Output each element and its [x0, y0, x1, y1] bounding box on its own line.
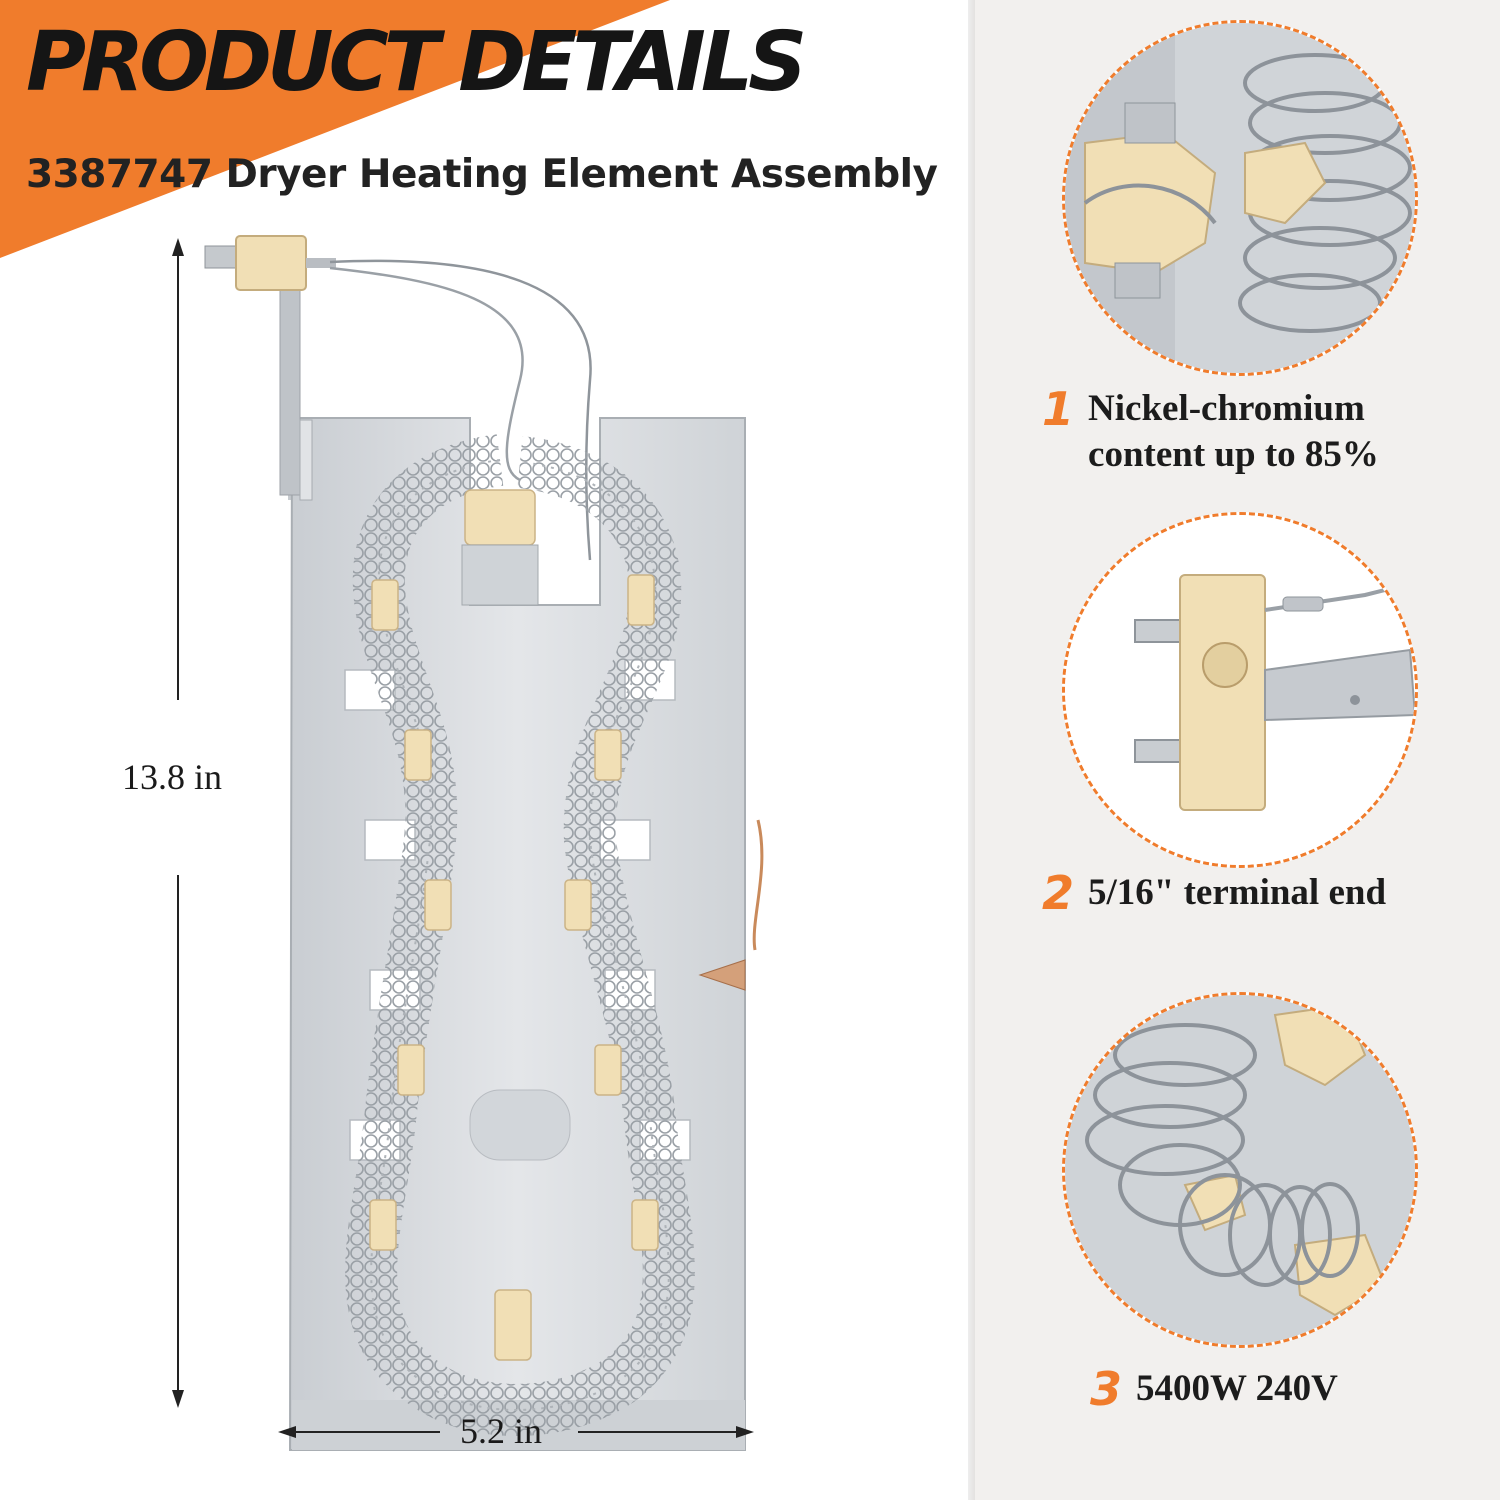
height-dimension-label: 13.8 in: [122, 757, 223, 797]
terminal-block-closeup-icon: [1065, 515, 1415, 865]
feature-2: 2 5/16" terminal end: [1042, 870, 1386, 916]
feature-1-text: Nickel-chromium content up to 85%: [1088, 386, 1379, 478]
feature-3-number: 3: [1090, 1362, 1123, 1416]
product-image-panel: PRODUCT DETAILS 3387747 Dryer Heating El…: [0, 0, 938, 1451]
feature-2-text: 5/16" terminal end: [1088, 872, 1387, 913]
feature-1-line1: Nickel-chromium: [1088, 388, 1365, 429]
feature-1: 1 Nickel-chromium content up to 85%: [1042, 386, 1379, 478]
panel-divider: [968, 0, 976, 1500]
heating-element-photo: [172, 235, 764, 1451]
page-title: PRODUCT DETAILS: [26, 15, 807, 110]
feature-1-number: 1: [1042, 382, 1075, 436]
feature-1-line2: content up to 85%: [1088, 434, 1379, 475]
product-subtitle: 3387747 Dryer Heating Element Assembly: [26, 152, 938, 197]
detail-circle-1: [1062, 20, 1418, 376]
width-dimension-label: 5.2 in: [460, 1411, 543, 1451]
detail-circle-2: [1062, 512, 1418, 868]
detail-circle-3: [1062, 992, 1418, 1348]
feature-2-number: 2: [1042, 866, 1075, 920]
feature-3: 3 5400W 240V: [1090, 1366, 1338, 1412]
orange-banner: [0, 0, 670, 258]
terminal-coil-closeup-icon: [1065, 23, 1415, 373]
feature-3-text: 5400W 240V: [1136, 1368, 1338, 1409]
coil-spring-closeup-icon: [1065, 995, 1415, 1345]
